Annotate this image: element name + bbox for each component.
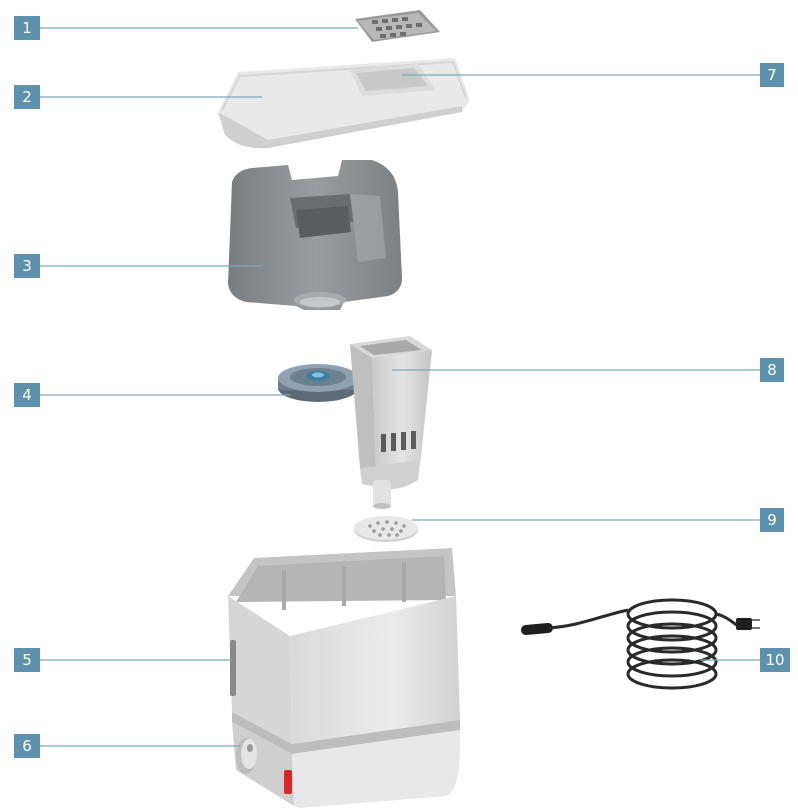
callout-badge-3: 3 bbox=[14, 254, 40, 278]
callout-badge-10: 10 bbox=[760, 648, 790, 672]
callout-label-8: 8 bbox=[767, 361, 777, 379]
callout-label-5: 5 bbox=[22, 651, 32, 669]
callout-label-1: 1 bbox=[22, 19, 32, 37]
filter-disc bbox=[354, 516, 418, 542]
callout-badge-9: 9 bbox=[760, 508, 784, 532]
tank-cap bbox=[278, 364, 358, 402]
callout-label-9: 9 bbox=[767, 511, 777, 529]
callout-badge-8: 8 bbox=[760, 358, 784, 382]
power-indicator-light bbox=[284, 770, 292, 794]
leader-lines bbox=[40, 27, 760, 747]
callout-badge-2: 2 bbox=[14, 85, 40, 109]
power-cord bbox=[521, 598, 760, 690]
callout-label-4: 4 bbox=[22, 386, 32, 404]
callout-label-3: 3 bbox=[22, 257, 32, 275]
callout-label-6: 6 bbox=[22, 737, 32, 755]
cover-handle bbox=[350, 64, 436, 96]
control-knob bbox=[236, 738, 257, 774]
callout-label-7: 7 bbox=[767, 66, 777, 84]
callout-label-10: 10 bbox=[765, 651, 784, 669]
top-cover bbox=[218, 58, 470, 149]
housing bbox=[228, 548, 461, 808]
callout-badge-1: 1 bbox=[14, 16, 40, 40]
water-tank bbox=[228, 160, 402, 310]
callout-badge-7: 7 bbox=[760, 63, 784, 87]
callout-badges: 1 2 3 4 5 6 7 8 bbox=[14, 16, 790, 758]
callout-badge-4: 4 bbox=[14, 383, 40, 407]
top-grille bbox=[355, 10, 440, 42]
callout-badge-5: 5 bbox=[14, 648, 40, 672]
callout-label-2: 2 bbox=[22, 88, 32, 106]
mist-chimney bbox=[350, 336, 432, 509]
callout-badge-6: 6 bbox=[14, 734, 40, 758]
